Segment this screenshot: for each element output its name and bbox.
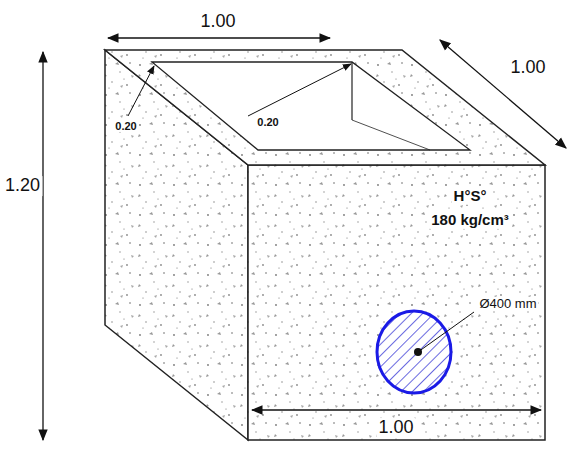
dimension-label: 0.20 (255, 116, 280, 128)
leader-line (128, 66, 154, 116)
dimension-label: 0.20 (113, 120, 138, 132)
dimension-line (108, 37, 330, 38)
material-label: H°S° (452, 188, 489, 205)
dimension-label: 1.00 (508, 58, 547, 78)
inner-opening (152, 62, 470, 150)
dimension-line (42, 52, 43, 440)
dimension-label: 1.00 (198, 12, 237, 32)
leader-line (418, 312, 474, 352)
dimension-line (252, 409, 541, 410)
dimension-line (440, 40, 566, 148)
front-face (248, 165, 545, 440)
dimension-label: 1.00 (376, 418, 415, 438)
leader-line (248, 64, 351, 116)
strength-label: 180 kg/cm³ (429, 212, 511, 229)
inner-edge (351, 62, 352, 120)
pipe-hole (377, 311, 451, 393)
inner-edge (352, 120, 430, 150)
diameter-label: Ø400 mm (477, 297, 538, 311)
top-face (105, 50, 545, 165)
dimension-label: 1.20 (3, 176, 42, 196)
